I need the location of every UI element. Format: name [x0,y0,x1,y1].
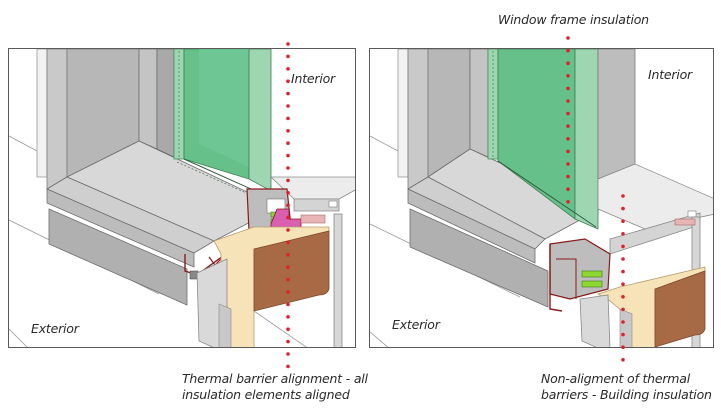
alignment-dot [621,244,625,249]
alignment-dot [286,203,290,207]
alignment-dot [621,307,625,312]
alignment-dot [566,99,570,103]
window-section-illustration-right [370,49,713,347]
building-insulation-line [621,194,625,362]
non-aligned-thermal-barrier-diagram: Interior Exterior [369,48,714,348]
external-sill [48,208,188,306]
alignment-dot [566,174,570,179]
alignment-dot [566,162,570,166]
alignment-dot [286,240,290,245]
alignment-dot [621,345,625,349]
alignment-dot [566,86,570,91]
alignment-dot [286,166,290,170]
alignment-dot [286,290,290,294]
alignment-dot [286,191,290,195]
alignment-dot [566,61,570,65]
alignment-dot [566,74,570,78]
alignment-dot [286,253,290,257]
exterior-label: Exterior [31,321,79,336]
alignment-dot [286,42,290,46]
left-caption-line2: insulation elements aligned [182,387,350,402]
alignment-dot [621,232,625,236]
alignment-dot [286,265,290,269]
window-frame-insulation-label: Window frame insulation [498,12,649,27]
thermal-barrier-alignment-line [286,42,290,369]
right-caption-line2: barriers - Building insulation [541,387,712,402]
alignment-dot [286,327,290,332]
interior-label: Interior [648,67,692,82]
alignment-dot [621,358,625,362]
alignment-dot [286,228,290,232]
alignment-dot [621,295,625,299]
wooden-subframe [654,270,706,347]
alignment-dot [286,277,290,282]
alignment-dot [286,91,290,96]
alignment-dot [286,116,290,121]
left-caption-line1: Thermal barrier alignment - all [182,371,368,386]
external-sill [409,208,549,308]
exterior-label: Exterior [392,317,440,332]
alignment-dot [621,269,625,274]
alignment-dot [566,187,570,191]
alignment-dot [566,149,570,154]
alignment-dot [286,364,290,369]
alignment-dot [621,282,625,286]
alignment-dot [566,36,570,40]
alignment-dot [566,124,570,128]
building-insulation [597,266,706,347]
alignment-dot [286,104,290,108]
interior-label: Interior [291,71,335,86]
alignment-dot [566,137,570,141]
alignment-dot [286,54,290,59]
alignment-dot [286,215,290,220]
alignment-dot [621,320,625,324]
window-frame-insulation-line [566,36,570,204]
alignment-dot [286,315,290,319]
alignment-dot [566,111,570,116]
alignment-dot [621,206,625,211]
alignment-dot [621,332,625,337]
alignment-dot [286,352,290,356]
right-caption-line1: Non-aligment of thermal [541,371,691,386]
alignment-dot [621,219,625,223]
aligned-thermal-barrier-diagram: Interior Exterior [8,48,356,348]
alignment-dot [286,153,290,158]
alignment-dot [621,194,625,198]
alignment-dot [621,257,625,261]
alignment-dot [286,79,290,83]
alignment-dot [286,302,290,307]
window-section-illustration-left [9,49,355,347]
alignment-dot [566,48,570,53]
wall-reveal-edge [36,49,48,178]
insulation-strip-green [581,270,603,278]
alignment-dot [286,129,290,133]
alignment-dot [286,67,290,71]
alignment-dot [286,339,290,344]
frame-profile [549,238,611,300]
wall-reveal-edge [397,49,409,178]
alignment-dot [286,178,290,183]
wooden-subframe [253,230,330,312]
alignment-dot [286,141,290,145]
alignment-dot [566,200,570,204]
